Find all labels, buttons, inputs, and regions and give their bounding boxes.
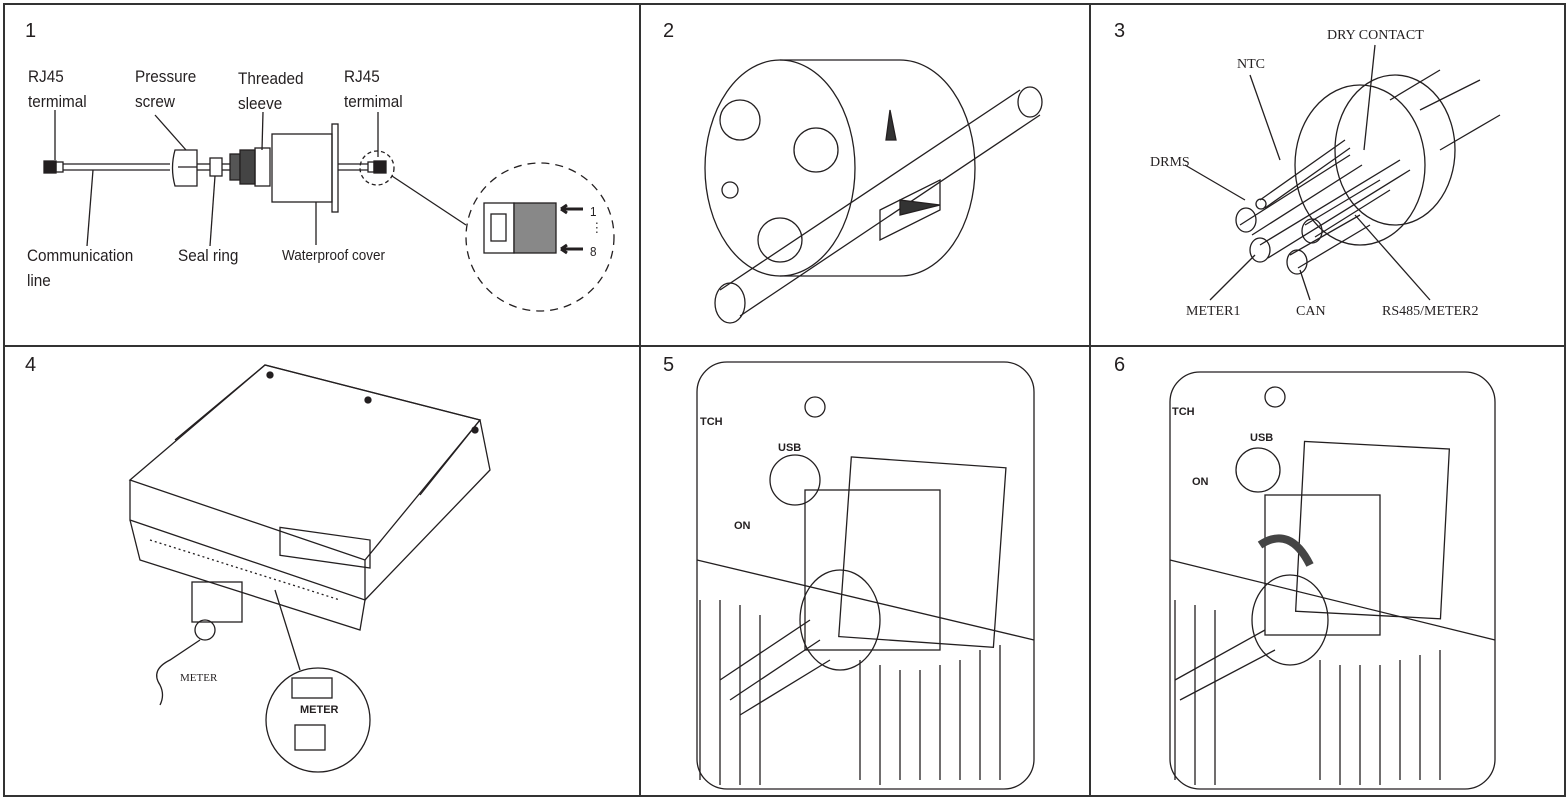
- pin-label: 1: [590, 204, 597, 219]
- step-number: 1: [25, 20, 37, 42]
- label-rj45-terminal: RJ45 termimal: [28, 67, 87, 111]
- threaded-sleeve: [229, 147, 271, 187]
- label-on: ON: [1192, 476, 1209, 488]
- connector-closeup-5: [696, 361, 1035, 790]
- label-on: ON: [734, 520, 751, 532]
- inverter-drawing: [128, 364, 491, 773]
- label-can: CAN: [1296, 304, 1326, 319]
- label-meter: METER: [180, 672, 218, 684]
- label-pressure-screw: Pressure screw: [135, 67, 197, 111]
- label-ntc: NTC: [1237, 57, 1265, 72]
- label-dry-contact: DRY CONTACT: [1327, 28, 1424, 43]
- step-number: 4: [25, 354, 37, 376]
- label-meter-port: METER: [300, 704, 339, 716]
- label-rj45-terminal: RJ45 termimal: [344, 67, 403, 111]
- label-usb: USB: [1250, 432, 1274, 444]
- grommet-cylinder: [704, 59, 1043, 324]
- pin-dots: ⋮: [591, 220, 603, 235]
- pressure-screw: [171, 149, 198, 187]
- label-usb: USB: [778, 442, 802, 454]
- divider: [639, 3, 641, 795]
- label-meter1: METER1: [1186, 304, 1241, 319]
- seal-ring: [209, 157, 223, 177]
- connector-closeup-6: [1169, 371, 1496, 790]
- divider: [1089, 3, 1091, 795]
- waterproof-cover: [271, 133, 333, 203]
- label-rs485-meter2: RS485/METER2: [1382, 304, 1479, 319]
- label-drms: DRMS: [1150, 155, 1190, 170]
- step-number: 6: [1114, 354, 1126, 376]
- diagram-frame: [3, 3, 1566, 797]
- label-switch: TCH: [700, 416, 723, 428]
- cable-grommet-assembly: [1184, 44, 1501, 301]
- divider: [3, 345, 1564, 347]
- label-waterproof-cover: Waterproof cover: [282, 247, 386, 264]
- label-seal-ring: Seal ring: [178, 246, 239, 265]
- pin-label: 8: [590, 244, 597, 259]
- step-number: 3: [1114, 20, 1126, 42]
- label-switch: TCH: [1172, 406, 1195, 418]
- step-number: 5: [663, 354, 675, 376]
- label-threaded-sleeve: Threaded sleeve: [238, 69, 304, 113]
- rj45-plug-left: [43, 160, 64, 174]
- step-number: 2: [663, 20, 675, 42]
- label-communication-line: Communication line: [27, 246, 134, 290]
